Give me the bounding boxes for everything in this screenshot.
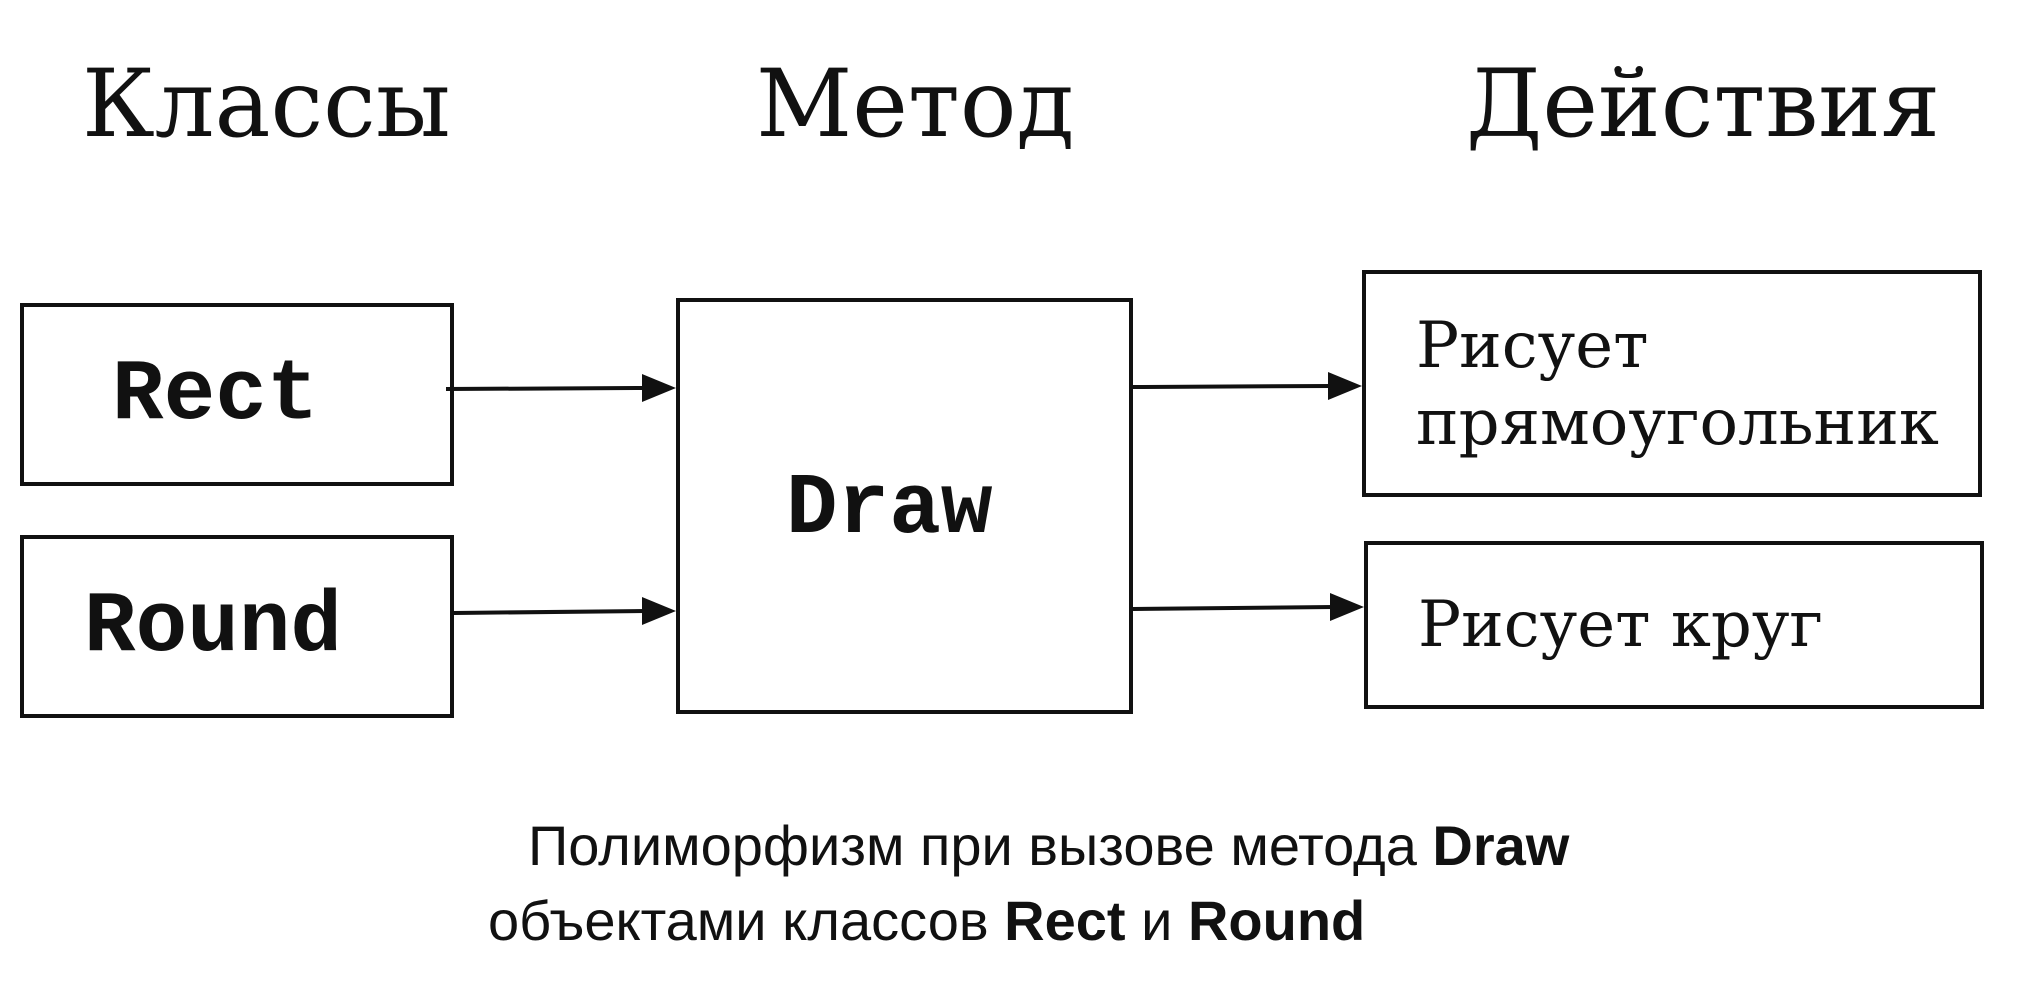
action-label-round: Рисует круг xyxy=(1418,588,1823,662)
action-label-rect-line2: прямоугольник xyxy=(1416,385,1939,460)
caption-line-2-and: и xyxy=(1125,889,1188,952)
caption-line-1-method: Draw xyxy=(1432,814,1570,877)
method-label-draw: Draw xyxy=(786,460,993,558)
caption-line-2-class-round: Round xyxy=(1187,889,1366,952)
caption-line-2-class-rect: Rect xyxy=(1004,889,1126,952)
action-label-rect-line1: Рисует xyxy=(1416,309,1649,383)
caption-line-2-text: объектами классов xyxy=(488,889,1005,952)
method-box-draw: Draw xyxy=(676,298,1133,714)
action-box-rect: Рисует прямоугольник xyxy=(1362,270,1982,497)
caption-line-1: Полиморфизм при вызове метода Draw xyxy=(528,818,1569,874)
class-label-round: Round xyxy=(84,578,343,676)
arrow-round-to-draw xyxy=(453,597,676,625)
class-box-round: Round xyxy=(20,535,454,718)
arrow-draw-to-rect-action xyxy=(1132,372,1362,400)
action-box-round: Рисует круг xyxy=(1364,541,1984,709)
header-classes: Классы xyxy=(82,50,451,159)
arrow-draw-to-round-action xyxy=(1132,593,1364,621)
action-label-rect: Рисует прямоугольник xyxy=(1416,308,1939,462)
class-box-rect: Rect xyxy=(20,303,454,486)
caption-line-2: объектами классов Rect и Round xyxy=(488,893,1365,949)
arrow-rect-to-draw xyxy=(445,374,676,402)
header-method: Метод xyxy=(756,50,1075,159)
caption-line-1-text: Полиморфизм при вызове метода xyxy=(528,814,1433,877)
class-label-rect: Rect xyxy=(112,346,319,444)
header-actions: Действия xyxy=(1466,50,1941,159)
